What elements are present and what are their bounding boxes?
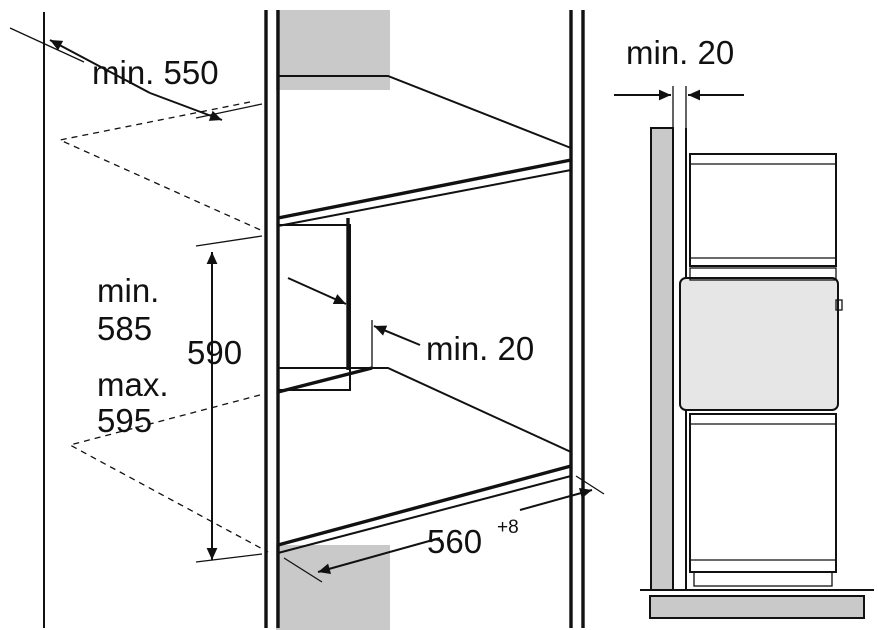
- height-max-label-1: max.: [97, 366, 169, 403]
- left-side-panel-top: [276, 10, 390, 90]
- back-panel: [277, 224, 351, 391]
- appliance-body: [679, 277, 839, 411]
- floor: [649, 595, 865, 619]
- depth-outline-lower: [68, 394, 269, 553]
- side-section-view: min. 20: [614, 34, 874, 619]
- side-gap-min-label: min. 20: [626, 34, 734, 71]
- depth-outline-upper: [57, 101, 266, 233]
- cabinet-niche-view: min. 550 min. 585 590 max. 595 min. 20 5…: [9, 10, 605, 630]
- upper-shelf: [277, 75, 572, 220]
- side-panel: [650, 127, 674, 591]
- width-base-label: 560: [427, 523, 482, 560]
- height-nominal-label: 590: [187, 334, 242, 371]
- rear-gap-min-label: min. 20: [426, 330, 534, 367]
- lower-cabinet: [689, 413, 837, 573]
- upper-cabinet: [689, 153, 837, 267]
- lower-shelf: [277, 367, 572, 547]
- height-max-label-2: 595: [97, 402, 152, 439]
- width-tolerance-label: +8: [497, 517, 519, 538]
- left-side-panel-bottom: [276, 545, 390, 630]
- appliance-handle: [835, 299, 843, 311]
- height-min-label-1: min.: [97, 272, 159, 309]
- depth-min-label: min. 550: [92, 54, 219, 91]
- plinth: [693, 571, 833, 587]
- height-min-label-2: 585: [97, 310, 152, 347]
